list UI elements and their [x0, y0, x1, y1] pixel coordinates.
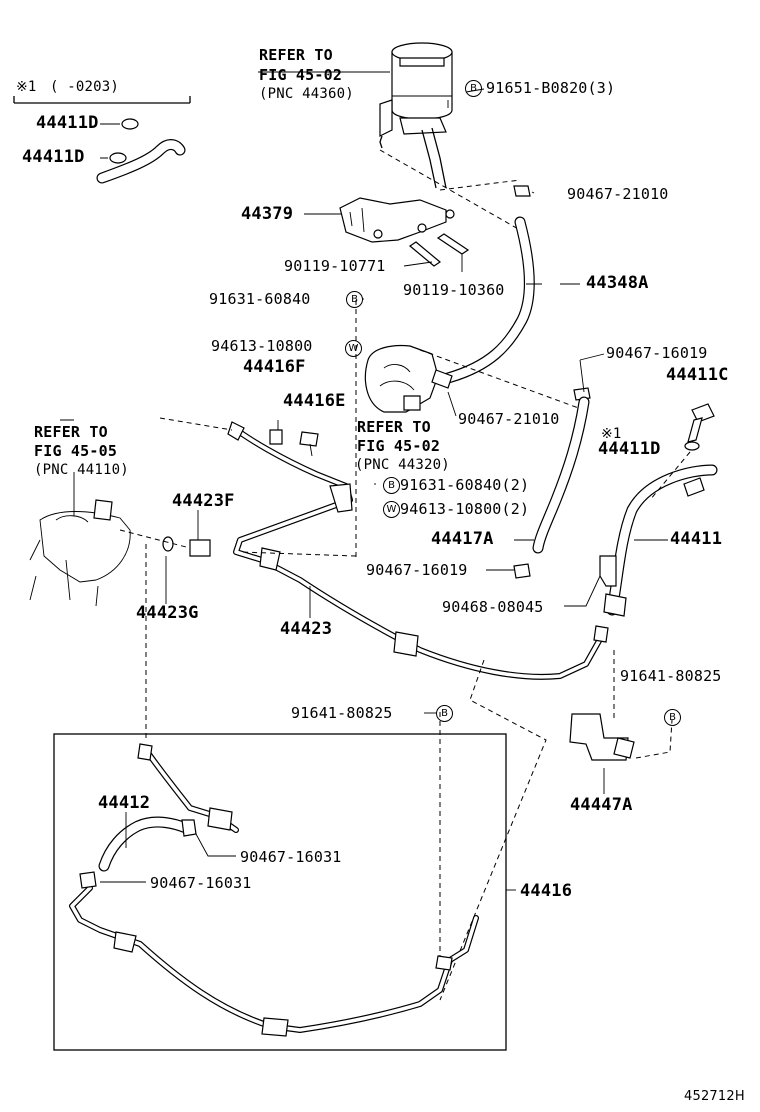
part-label-91631-60840-2: 91631-60840(2): [400, 476, 530, 494]
part-label-91641-80825-b: 91641-80825: [620, 667, 722, 685]
part-label-44416: 44416: [520, 881, 573, 901]
part-label-44417A: 44417A: [431, 529, 494, 549]
marker-w-94613: W: [345, 340, 362, 357]
part-label-90467-21010-a: 90467-21010: [567, 185, 669, 203]
ref-pump-line1: REFER TO: [357, 418, 431, 436]
part-label-44411D-b: 44411D: [22, 147, 85, 167]
illustration-id: 452712H: [684, 1089, 745, 1104]
ref-pump-line3: (PNC 44320): [355, 457, 450, 473]
part-label-91631-60840: 91631-60840: [209, 290, 311, 308]
part-label-94613-10800-2: 94613-10800(2): [400, 500, 530, 518]
part-label-44416E: 44416E: [283, 391, 346, 411]
part-label-44412: 44412: [98, 793, 151, 813]
marker-b-91631: B: [346, 291, 363, 308]
ref-reservoir-line1: REFER TO: [259, 46, 333, 64]
part-label-44411: 44411: [670, 529, 723, 549]
part-label-91651-B0820: 91651-B0820(3): [486, 79, 616, 97]
part-label-90119-10771: 90119-10771: [284, 257, 386, 275]
marker-w-94613-2: W: [383, 501, 400, 518]
marker-b-91641-b: B: [664, 709, 681, 726]
part-label-44411D-c: 44411D: [598, 439, 661, 459]
inset-range: ( -0203): [50, 79, 120, 95]
part-label-90467-21010-b: 90467-21010: [458, 410, 560, 428]
ref-reservoir-line3: (PNC 44360): [259, 86, 354, 102]
ref-gear-line1: REFER TO: [34, 423, 108, 441]
part-label-90467-16019-a: 90467-16019: [606, 344, 708, 362]
ref-reservoir-line2: FIG 45-02: [259, 66, 343, 84]
marker-b-91641-a: B: [436, 705, 453, 722]
part-label-90467-16031-b: 90467-16031: [150, 874, 252, 892]
part-label-90119-10360: 90119-10360: [403, 281, 505, 299]
part-label-44423F: 44423F: [172, 491, 235, 511]
part-label-90467-16019-b: 90467-16019: [366, 561, 468, 579]
part-label-44447A: 44447A: [570, 795, 633, 815]
part-label-94613-10800: 94613-10800: [211, 337, 313, 355]
part-label-44379: 44379: [241, 204, 294, 224]
part-label-44423: 44423: [280, 619, 333, 639]
marker-b-91651: B: [465, 80, 482, 97]
part-label-90468-08045: 90468-08045: [442, 598, 544, 616]
note-mark-44411D: ※1: [601, 426, 622, 442]
part-label-44423G: 44423G: [136, 603, 199, 623]
part-label-44411C: 44411C: [666, 365, 729, 385]
part-label-44411D-a: 44411D: [36, 113, 99, 133]
marker-b-91631-2: B: [383, 477, 400, 494]
ref-pump-line2: FIG 45-02: [357, 437, 441, 455]
part-label-90467-16031-a: 90467-16031: [240, 848, 342, 866]
part-label-44348A: 44348A: [586, 273, 649, 293]
ref-gear-line2: FIG 45-05: [34, 442, 118, 460]
ref-gear-line3: (PNC 44110): [34, 462, 129, 478]
part-label-44416F: 44416F: [243, 357, 306, 377]
part-label-91641-80825-a: 91641-80825: [291, 704, 393, 722]
inset-note-mark: ※1: [16, 79, 37, 95]
